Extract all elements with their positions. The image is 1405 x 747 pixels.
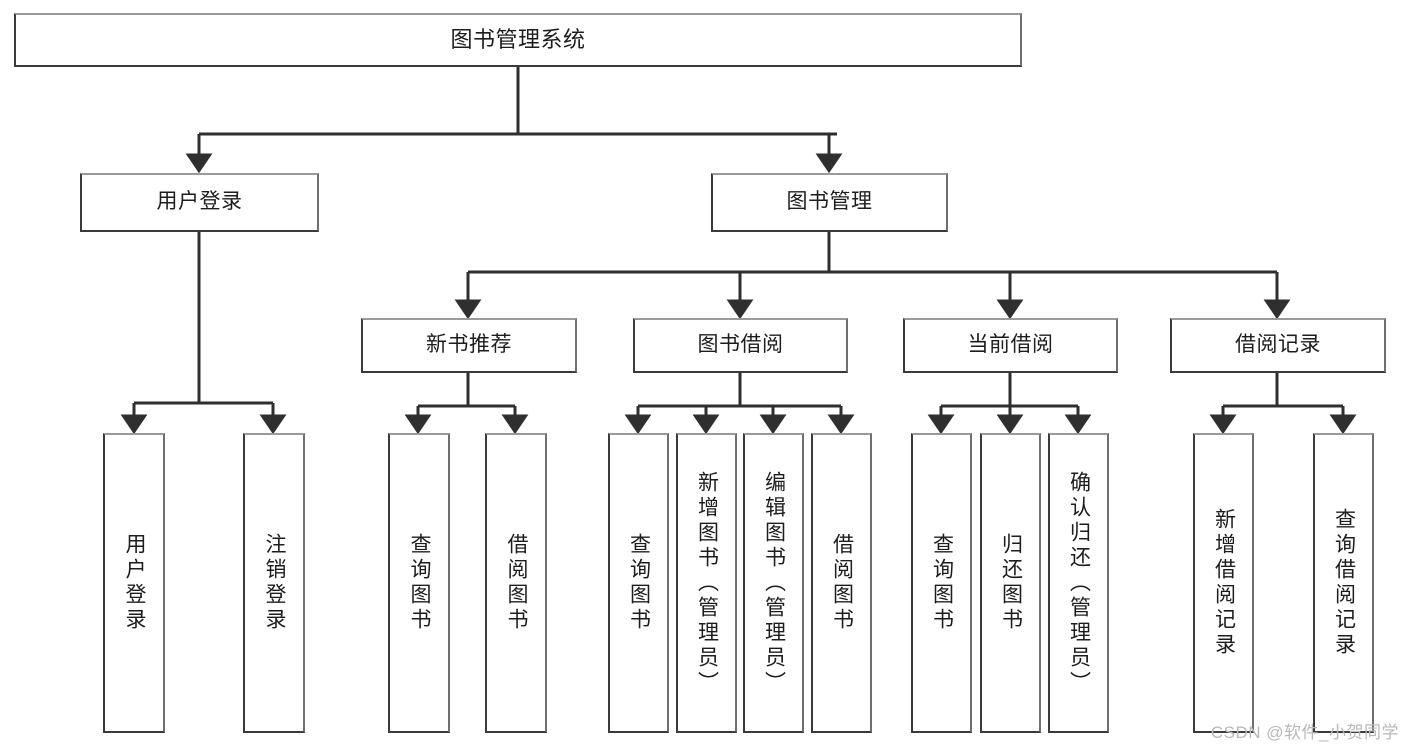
node-leaf-rec-query[interactable]: 查询图书 [388,433,450,733]
node-new-book-rec[interactable]: 新书推荐 [361,318,577,373]
node-leaf-borrow-do[interactable]: 借阅图书 [811,433,872,733]
node-leaf-user-login-label: 用户登录 [123,533,147,633]
node-leaf-rec-borrow-label: 借阅图书 [505,533,529,633]
node-new-book-rec-label: 新书推荐 [426,333,512,357]
node-leaf-user-logout-label: 注销登录 [263,533,287,633]
node-leaf-borrow-edit-label: 编辑图书（管理员） [762,470,786,696]
node-leaf-rec-add-label: 新增借阅记录 [1212,508,1236,658]
node-current-borrow-label: 当前借阅 [967,333,1054,357]
node-user-login-label: 用户登录 [156,190,243,214]
node-leaf-cur-query[interactable]: 查询图书 [911,433,972,733]
node-root-label: 图书管理系统 [450,27,586,53]
node-book-manage-label: 图书管理 [786,190,873,214]
node-leaf-borrow-add-label: 新增图书（管理员） [695,470,719,696]
node-leaf-rec-search[interactable]: 查询借阅记录 [1313,433,1374,733]
node-borrow-record-label: 借阅记录 [1235,333,1321,357]
watermark: CSDN @软件_小贺同学 [1210,723,1399,742]
node-leaf-cur-return-label: 归还图书 [999,533,1023,633]
node-leaf-cur-confirm[interactable]: 确认归还（管理员） [1048,433,1109,733]
node-leaf-rec-borrow[interactable]: 借阅图书 [485,433,547,733]
node-leaf-rec-search-label: 查询借阅记录 [1332,508,1356,658]
node-leaf-borrow-query[interactable]: 查询图书 [608,433,669,733]
node-leaf-borrow-do-label: 借阅图书 [830,533,854,633]
node-root[interactable]: 图书管理系统 [14,13,1022,67]
node-leaf-rec-query-label: 查询图书 [408,533,432,633]
node-user-login[interactable]: 用户登录 [80,173,319,232]
node-current-borrow[interactable]: 当前借阅 [903,318,1118,373]
node-leaf-borrow-query-label: 查询图书 [627,533,651,633]
node-book-borrow-label: 图书借阅 [697,333,784,357]
node-leaf-cur-query-label: 查询图书 [930,533,954,633]
node-book-borrow[interactable]: 图书借阅 [633,318,848,373]
node-leaf-borrow-add[interactable]: 新增图书（管理员） [676,433,737,733]
node-leaf-rec-add[interactable]: 新增借阅记录 [1193,433,1254,733]
node-leaf-user-logout[interactable]: 注销登录 [243,433,305,733]
node-book-manage[interactable]: 图书管理 [711,173,948,232]
node-leaf-borrow-edit[interactable]: 编辑图书（管理员） [743,433,804,733]
node-borrow-record[interactable]: 借阅记录 [1170,318,1386,373]
node-leaf-cur-confirm-label: 确认归还（管理员） [1067,470,1091,696]
node-leaf-user-login[interactable]: 用户登录 [103,433,165,733]
node-leaf-cur-return[interactable]: 归还图书 [980,433,1041,733]
